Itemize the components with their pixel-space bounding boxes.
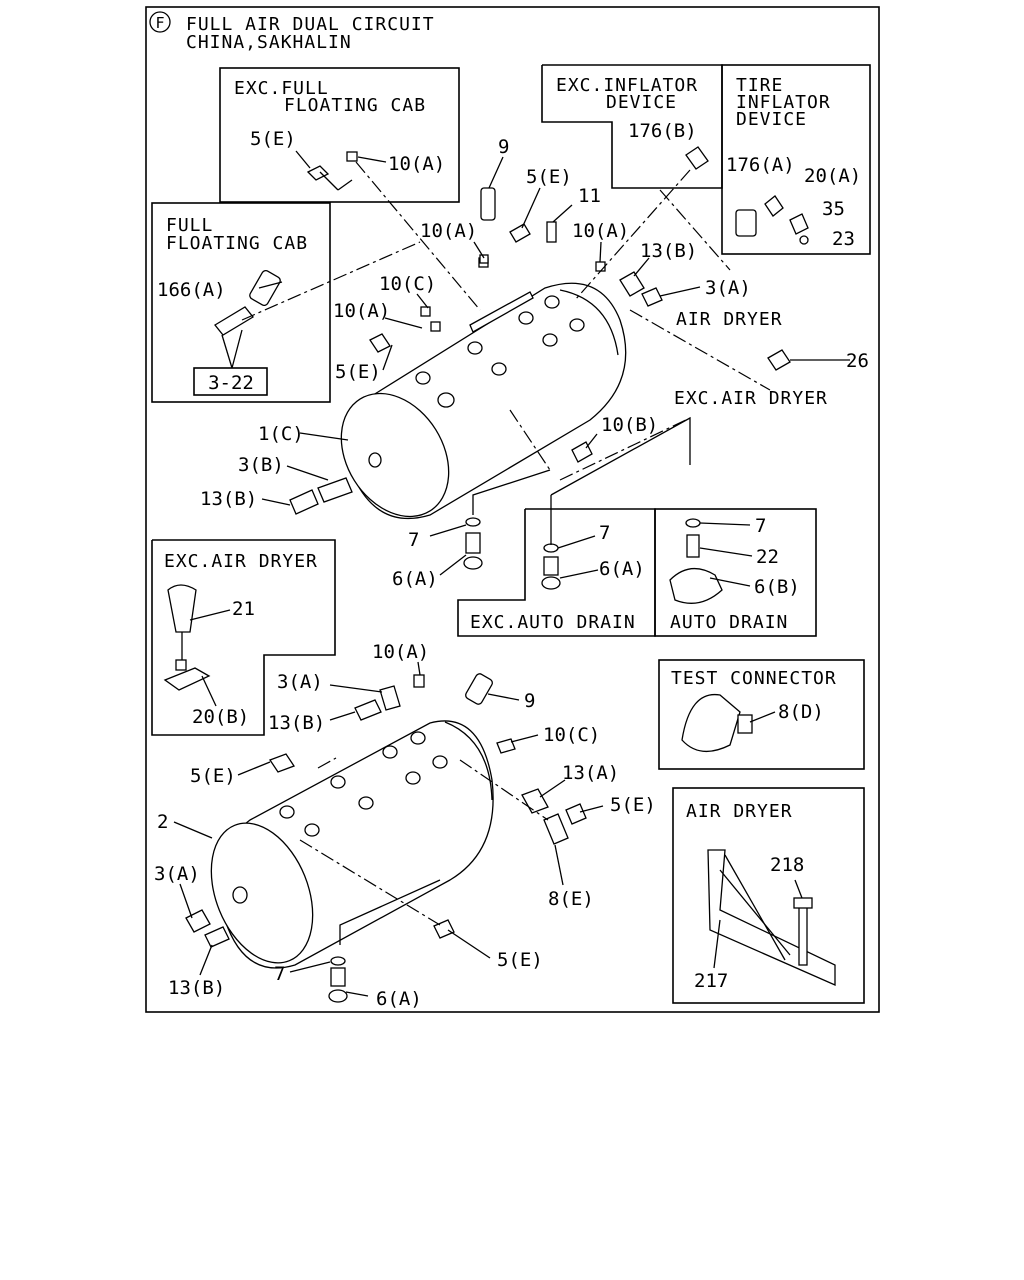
box-title: FULL [166,215,213,236]
part-label: 9 [498,136,509,158]
box-title: TIRE [736,75,783,96]
part-label: 6(B) [754,576,800,598]
part-label: 13(A) [562,762,619,784]
section-badge-letter: F [155,14,164,32]
leader-lines [173,150,850,997]
part-label: 7 [408,529,419,551]
annotation-exc-air-dryer: EXC.AIR DRYER [674,388,828,409]
box-exc-air-dryer: EXC.AIR DRYER [151,539,336,736]
section-badge [149,11,171,33]
part-label: 13(B) [200,488,257,510]
part-label: 35 [822,198,845,220]
part-label: 22 [756,546,779,568]
part-label: 10(A) [388,153,445,175]
part-label: 10(C) [379,273,436,295]
part-label: 26 [846,350,869,372]
upper-air-tank [340,282,627,520]
part-label: 176(B) [628,120,697,142]
part-label: 3(A) [277,671,323,693]
part-label: 11 [578,185,601,207]
box-title: INFLATOR [736,92,831,113]
box-air-dryer: AIR DRYER [672,787,865,1004]
part-labels: 5(E) 10(A) 9 5(E) 11 176(B) 176(A) 20(A)… [154,120,869,1010]
box-full-floating-cab: FULL FLOATING CAB [151,202,331,403]
part-label: 176(A) [726,154,795,176]
part-label: 7 [755,515,766,537]
part-label: 8(D) [778,701,824,723]
part-label: 10(A) [333,300,390,322]
header-line-1: FULL AIR DUAL CIRCUIT [186,14,435,35]
diagram-frame [145,6,880,1013]
part-label: 5(E) [190,765,236,787]
part-label: 1(C) [258,423,304,445]
part-label: 5(E) [610,794,656,816]
part-label: 7 [274,963,285,985]
part-label: 13(B) [168,977,225,999]
part-label: 9 [524,690,535,712]
part-label: 13(B) [640,240,697,262]
box-exc-full-floating-cab: EXC.FULL FLOATING CAB [219,67,460,203]
annotation-air-dryer: AIR DRYER [676,309,783,330]
part-label: 10(B) [601,414,658,436]
box-test-connector: TEST CONNECTOR [658,659,865,770]
part-label: 5(E) [335,361,381,383]
part-label: 10(A) [572,220,629,242]
box-title: AIR DRYER [686,801,793,822]
lower-air-tank [210,720,494,969]
ref-3-22: 3-22 [193,367,268,396]
box-title: TEST CONNECTOR [671,668,837,689]
part-label: 21 [232,598,255,620]
part-label: 218 [770,854,804,876]
part-label: 3(B) [238,454,284,476]
part-label: 6(A) [599,558,645,580]
part-label: 6(A) [376,988,422,1010]
part-label: 13(B) [268,712,325,734]
part-label: 5(E) [526,166,572,188]
part-label: 3(A) [154,863,200,885]
ref-3-22-text: 3-22 [208,372,254,394]
part-label: 10(A) [420,220,477,242]
part-label: 23 [832,228,855,250]
box-title: EXC.INFLATOR [556,75,698,96]
box-auto-drain: AUTO DRAIN [654,508,817,637]
part-label: 20(B) [192,706,249,728]
part-label: 6(A) [392,568,438,590]
box-title: FLOATING CAB [284,95,426,116]
part-label: 217 [694,970,728,992]
box-title: EXC.FULL [234,78,329,99]
part-label: 20(A) [804,165,861,187]
box-title: EXC.AIR DRYER [164,551,318,572]
part-label: 7 [599,522,610,544]
part-label: 3(A) [705,277,751,299]
dash-dot-lines [241,161,771,926]
part-label: 2 [157,811,168,833]
box-title: FLOATING CAB [166,233,308,254]
box-title: AUTO DRAIN [670,612,788,633]
part-label: 10(A) [372,641,429,663]
box-title: EXC.AUTO DRAIN [470,612,636,633]
part-label: 5(E) [497,949,543,971]
header-line-2: CHINA,SAKHALIN [186,32,352,53]
part-label: 5(E) [250,128,296,150]
part-label: 10(C) [543,724,600,746]
box-title: DEVICE [736,109,807,130]
box-tire-inflator-device: TIRE INFLATOR DEVICE [721,64,871,255]
box-title: DEVICE [606,92,677,113]
diagram-header: F FULL AIR DUAL CIRCUIT CHINA,SAKHALIN [149,11,435,53]
fitting-parts [163,146,836,1003]
part-label: 8(E) [548,888,594,910]
part-label: 166(A) [157,279,226,301]
